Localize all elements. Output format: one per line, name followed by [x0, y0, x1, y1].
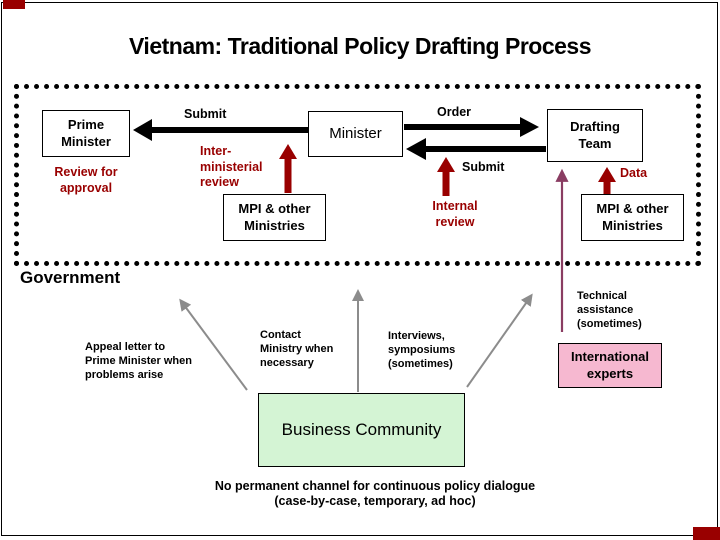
page-title: Vietnam: Traditional Policy Drafting Pro… [129, 33, 592, 59]
bottom-caption: No permanent channel for continuous poli… [214, 479, 536, 508]
international-experts-box: International experts [558, 343, 662, 388]
mpi-ministries-right-box: MPI & other Ministries [581, 194, 684, 241]
mpi-ministries-left-box: MPI & other Ministries [223, 194, 326, 241]
appeal-note: Appeal letter to Prime Minister when pro… [85, 341, 192, 381]
contact-note: Contact Ministry when necessary [260, 329, 334, 369]
corner-mark-top-left [3, 0, 25, 9]
minister-box: Minister [308, 111, 403, 157]
data-label: Data [620, 166, 648, 180]
interministerial-review-label: Inter- ministerial review [200, 144, 263, 190]
review-for-approval-label: Review for approval [54, 165, 118, 195]
government-label: Government [20, 268, 121, 287]
corner-mark-bottom-right [693, 527, 720, 540]
interviews-note: Interviews, symposiums (sometimes) [388, 330, 456, 370]
prime-minister-box: Prime Minister [42, 110, 130, 157]
government-boundary [14, 84, 701, 266]
internal-review-label: Internal review [432, 199, 478, 229]
business-community-box: Business Community [258, 393, 465, 467]
submit-right-label: Submit [462, 160, 505, 174]
technical-assistance-note: Technical assistance (sometimes) [577, 290, 642, 330]
drafting-team-box: Drafting Team [547, 109, 643, 162]
submit-left-label: Submit [184, 107, 227, 121]
order-label: Order [437, 105, 472, 119]
